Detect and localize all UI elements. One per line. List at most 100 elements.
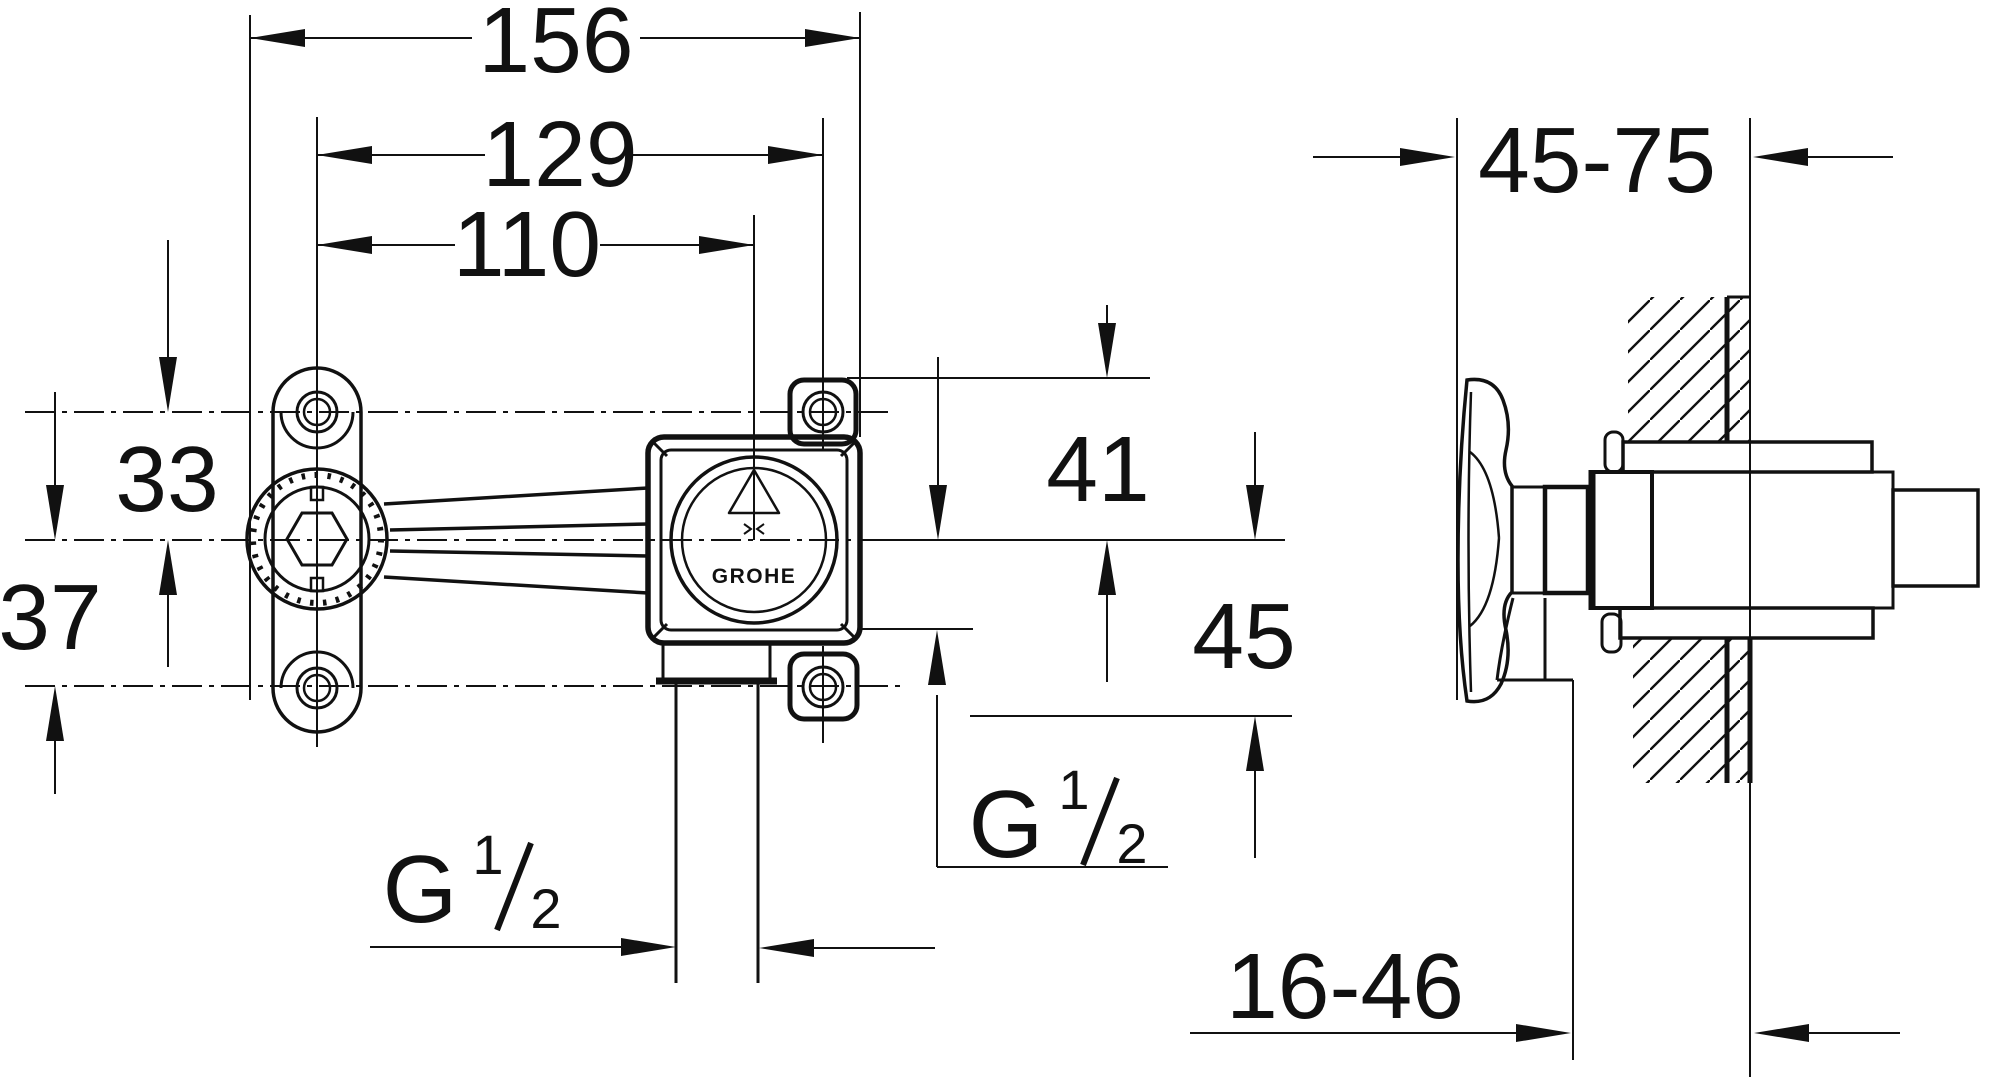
leader-line: [936, 695, 1168, 868]
lug-hole-top: [801, 390, 845, 434]
dimension-37: 37: [0, 392, 102, 794]
dim-label-129: 129: [482, 102, 637, 206]
dimension-156: 156: [250, 0, 860, 92]
thread-letter: G: [383, 836, 458, 943]
grohe-logo: GROHE: [712, 565, 797, 588]
body-outline: [645, 434, 863, 646]
body-inner-frame: [659, 448, 849, 632]
arrowhead-up: [1246, 716, 1264, 771]
cartridge-circle-inner: [680, 466, 828, 614]
handle-sleeve: [1542, 484, 1591, 596]
arrowhead-left: [317, 236, 372, 254]
arrowhead-left: [317, 146, 372, 164]
side-view: 45-75 16-46: [1190, 108, 1980, 1077]
screw-boss-top: [279, 411, 355, 450]
flange-hook-bottom: [1600, 612, 1623, 654]
dimension-45: 45: [1192, 432, 1296, 858]
dimension-16-46: 16-46: [1190, 934, 1900, 1042]
arrowhead-down: [46, 485, 64, 540]
thread-numerator: 1: [1058, 758, 1089, 821]
dim-label-37: 37: [0, 565, 102, 669]
dimension-110: 110: [317, 192, 754, 296]
handle-stem: [1512, 485, 1545, 595]
dim-label-16-46: 16-46: [1226, 934, 1464, 1038]
wall-hatch-upper: [1628, 297, 1750, 442]
screw-hole-bottom-inner: [302, 673, 332, 703]
screw-boss-bottom: [279, 650, 355, 689]
arrowhead-down: [1246, 485, 1264, 540]
wall-hatch-lower: [1633, 638, 1750, 783]
knurled-wheel: [245, 467, 389, 611]
port-depth-arrows: [928, 357, 947, 685]
thread-callout-left: G 1 2: [370, 823, 676, 956]
arrowhead-right: [621, 938, 676, 956]
screw-hole-top-inner: [302, 397, 332, 427]
body-end-cap: [1891, 488, 1980, 588]
wall-surface-line: [1724, 297, 1753, 783]
dim-label-45-75: 45-75: [1478, 108, 1716, 212]
material-mark: [743, 523, 765, 535]
pipe-width-arrow: [759, 939, 935, 957]
hex-socket: [285, 511, 349, 567]
dim-label-45: 45: [1192, 584, 1295, 688]
thread-denominator: 2: [1116, 812, 1147, 875]
extension-lines: [249, 12, 1285, 747]
lug-hole-bottom-inner: [808, 672, 838, 702]
lug-hole-bottom: [801, 665, 845, 709]
wall-section: [1628, 295, 1753, 783]
arrowhead-down: [929, 485, 947, 540]
cap-skirt: [1495, 597, 1573, 682]
thread-numerator: 1: [472, 823, 503, 886]
frame-corner-lines: [651, 440, 857, 640]
body-barrel: [1650, 470, 1895, 610]
thread-denominator: 2: [530, 877, 561, 940]
arrowhead-up: [159, 540, 177, 595]
lug-hole-top-inner: [808, 397, 838, 427]
arrowhead-down: [1098, 323, 1116, 378]
fraction-slash: [494, 841, 534, 932]
outlet-housing: [661, 643, 772, 680]
arrowhead-left: [759, 939, 814, 957]
screw-hole-top: [295, 390, 339, 434]
body-flange: [1590, 470, 1654, 610]
dimension-41: 41: [1046, 305, 1150, 682]
thread-letter: G: [969, 771, 1044, 878]
plate-outline: [271, 366, 363, 734]
handle-profile: [1456, 377, 1514, 704]
dimension-129: 129: [317, 102, 823, 206]
fixing-lug-top: [787, 377, 859, 447]
arrowhead-left: [1753, 148, 1808, 166]
arrowhead-right: [699, 236, 754, 254]
front-view: 156 129 110 33 37: [0, 0, 1296, 983]
recycle-icon: [727, 468, 781, 515]
center-lines: [25, 411, 905, 687]
arrowhead-left: [250, 29, 305, 47]
arrowhead-up: [1098, 540, 1116, 595]
wheel-tab-top: [309, 485, 325, 502]
handle-assembly: [1456, 377, 1591, 704]
embedded-body: [1588, 430, 1980, 654]
cartridge-circle: [669, 455, 839, 625]
flange-hook-top: [1603, 430, 1625, 474]
arrowhead-right: [805, 29, 860, 47]
valve-body: GROHE: [645, 377, 863, 983]
thread-callout-right: G 1 2: [936, 695, 1168, 878]
fixing-lug-bottom: [787, 651, 860, 722]
outlet-pipe: [674, 681, 760, 983]
arrowhead-up: [928, 630, 946, 685]
wheel-knurling: [250, 472, 384, 606]
arrowhead-up: [46, 686, 64, 741]
screw-hole-bottom: [295, 666, 339, 710]
flange-plate-top: [1621, 440, 1874, 474]
dimension-45-75: 45-75: [1313, 108, 1893, 212]
handle-inner-lines: [1467, 391, 1501, 693]
dim-label-33: 33: [115, 427, 218, 531]
arrowhead-right: [1400, 148, 1455, 166]
flange-plate-bottom: [1618, 606, 1875, 640]
arrowhead-right: [768, 146, 823, 164]
dim-label-41: 41: [1046, 417, 1149, 521]
arrowhead-left: [1754, 1024, 1809, 1042]
dim-label-110: 110: [453, 192, 601, 296]
reference-lines: [847, 377, 1292, 717]
